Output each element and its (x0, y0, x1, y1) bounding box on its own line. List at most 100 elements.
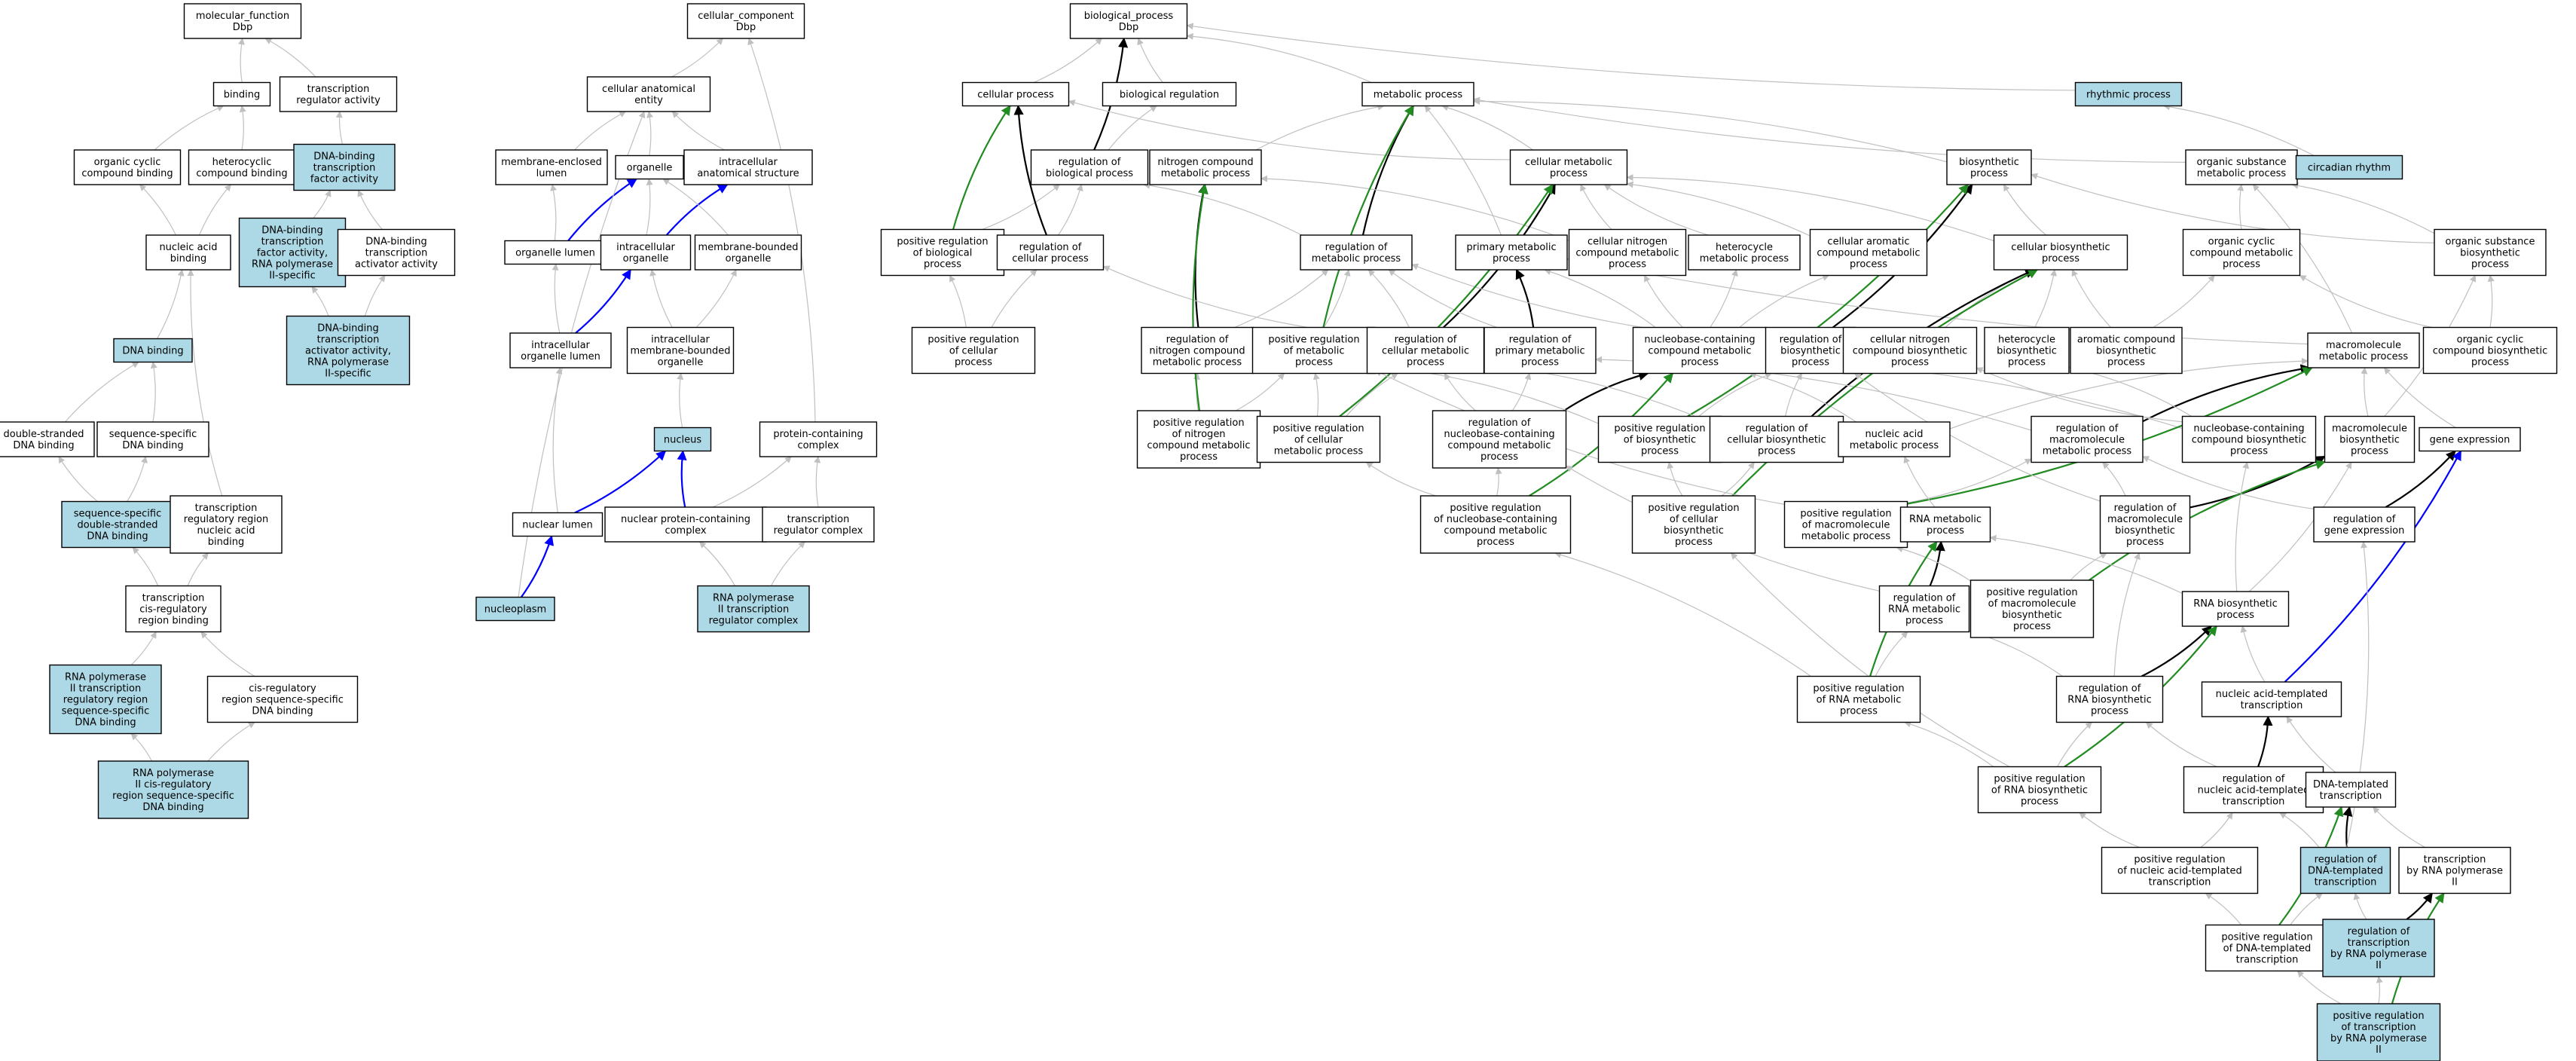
go-term-node-org[interactable]: organelle (615, 154, 684, 180)
go-term-node-rmbp[interactable]: regulation ofmacromoleculebiosyntheticpr… (2099, 495, 2191, 554)
go-term-node-mp[interactable]: metabolic process (1361, 81, 1474, 107)
go-term-node-nl[interactable]: nuclear lumen (512, 512, 604, 537)
go-term-node-br[interactable]: biological regulation (1102, 81, 1237, 107)
go-term-node-nucleus[interactable]: nucleus (653, 427, 712, 452)
go-term-node-cp[interactable]: cellular process (961, 81, 1070, 107)
go-term-node-np[interactable]: nucleoplasm (475, 596, 555, 622)
go-term-node-cr[interactable]: circadian rhythm (2295, 154, 2403, 180)
go-term-node-rnbcmp[interactable]: regulation ofnucleobase-containingcompou… (1432, 410, 1567, 469)
go-term-node-rp[interactable]: rhythmic process (2074, 81, 2183, 107)
go-term-node-orgl[interactable]: organelle lumen (504, 240, 607, 265)
go-term-node-binding[interactable]: binding (212, 81, 271, 107)
go-term-node-dnab[interactable]: DNA binding (113, 338, 193, 363)
go-term-node-ge[interactable]: gene expression (2419, 427, 2521, 452)
